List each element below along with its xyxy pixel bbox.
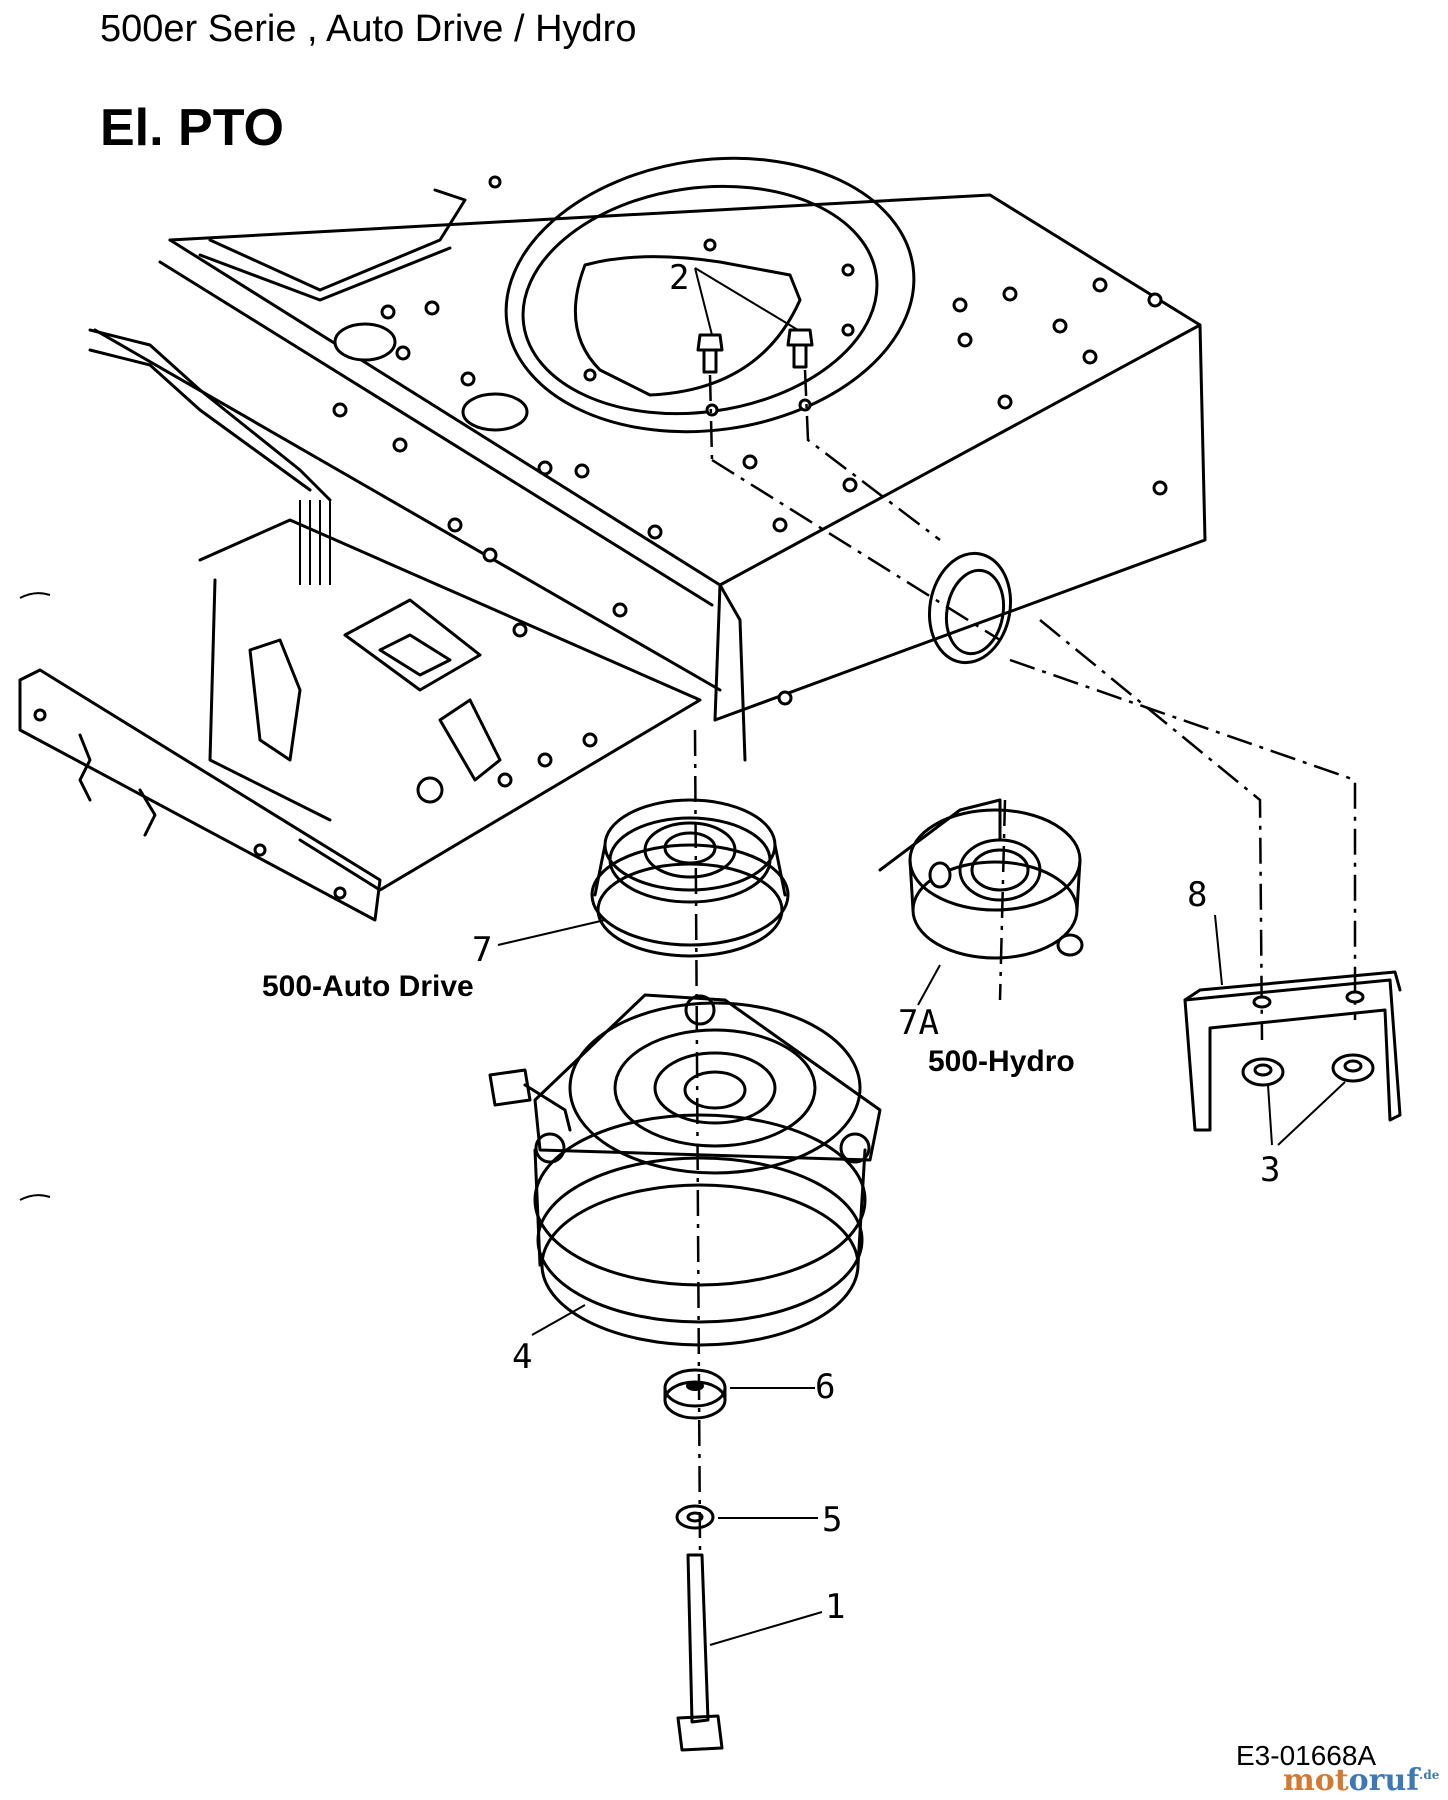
callout-5: 5 <box>822 1500 843 1540</box>
section-title: El. PTO <box>100 99 284 157</box>
callout-4: 4 <box>512 1337 533 1377</box>
bolt-1 <box>676 1553 724 1752</box>
pulley-7a-hydro <box>878 798 1084 960</box>
callout-3: 3 <box>1260 1150 1281 1190</box>
nuts-3 <box>1241 1053 1375 1146</box>
callout-7a: 7A <box>898 1003 939 1043</box>
mower-frame <box>18 188 1207 922</box>
washer-5 <box>675 1504 715 1530</box>
watermark-logo: motoruf.de <box>1283 1763 1440 1798</box>
callout-7: 7 <box>472 930 493 970</box>
variant-label-auto-drive: 500-Auto Drive <box>262 970 474 1003</box>
callout-8: 8 <box>1187 875 1208 915</box>
variant-label-hydro: 500-Hydro <box>928 1045 1075 1078</box>
margin-mark-lower <box>19 1194 51 1201</box>
electric-pto-clutch-4 <box>488 993 882 1347</box>
callout-6: 6 <box>815 1367 836 1407</box>
pulley-7-auto-drive <box>590 798 790 958</box>
series-title: 500er Serie , Auto Drive / Hydro <box>100 8 637 50</box>
callout-leaders <box>497 914 1223 1646</box>
spacer-6 <box>663 1368 727 1420</box>
bracket-8 <box>1183 970 1402 1132</box>
callout-1: 1 <box>825 1587 846 1627</box>
callout-2: 2 <box>669 258 690 298</box>
margin-mark-upper <box>19 592 51 599</box>
bolt-2-pair <box>694 267 941 541</box>
frame-holes <box>33 175 1168 900</box>
drawing-code: E3-01668A <box>1236 1740 1377 1771</box>
